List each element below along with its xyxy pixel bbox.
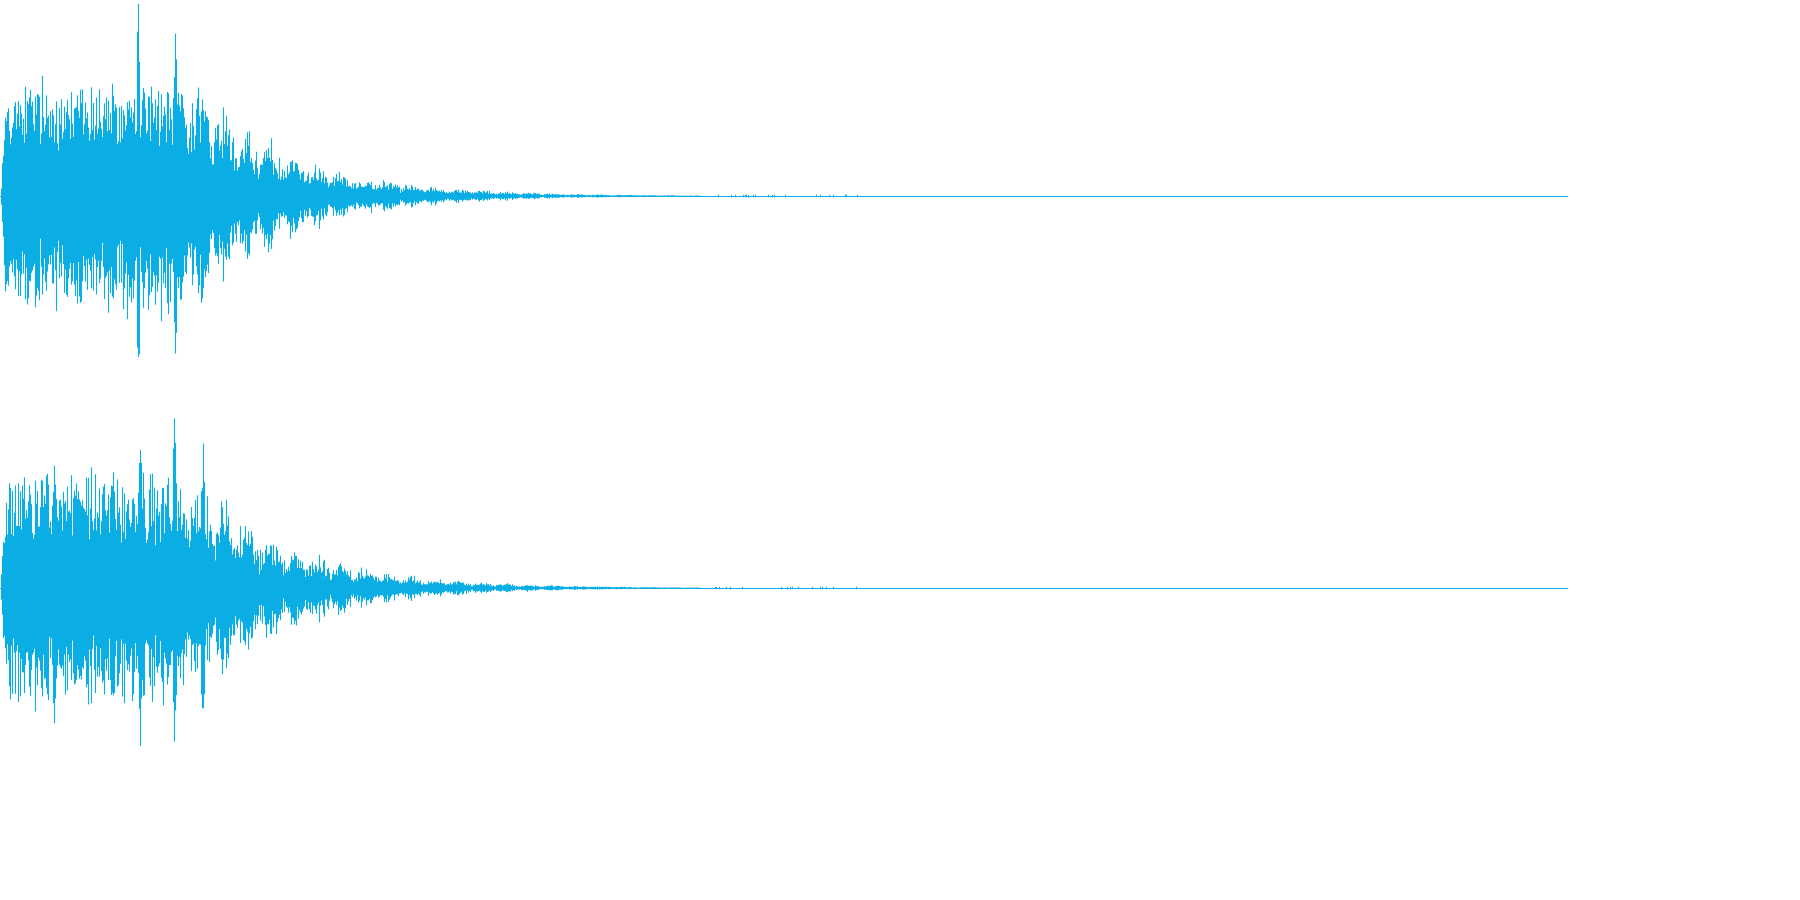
waveform-view — [0, 4, 1568, 746]
stereo-waveform — [0, 4, 1568, 746]
channel-2-waveform — [0, 418, 1568, 746]
waveform-trace — [0, 418, 858, 746]
waveform-trace — [0, 4, 859, 357]
channel-1-waveform — [0, 4, 1568, 357]
